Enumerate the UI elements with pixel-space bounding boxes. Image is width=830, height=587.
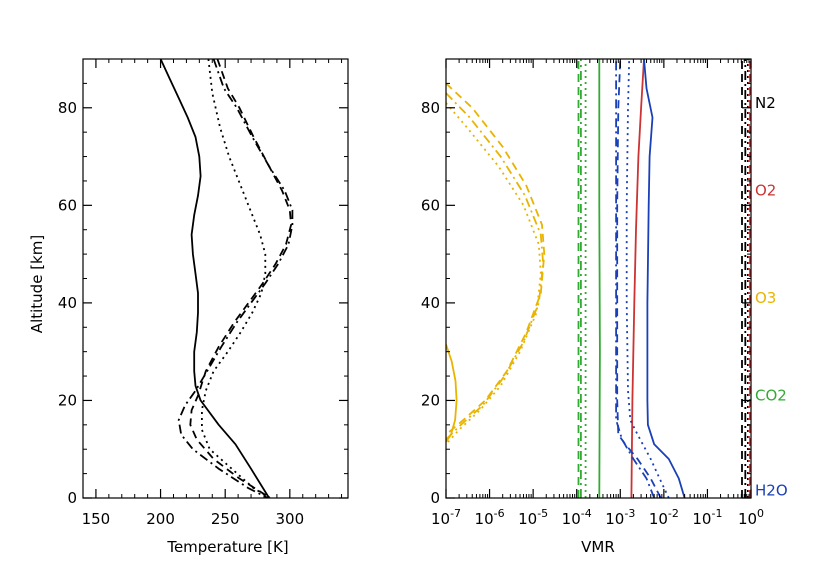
temperature-x-axis-label: Temperature [K] (166, 538, 288, 556)
vmr-series-o3-dashdot (446, 92, 545, 441)
temperature-x-tick-label: 150 (82, 510, 111, 528)
gas-label-h2o: H2O (755, 482, 788, 500)
vmr-y-tick-label: 20 (421, 391, 440, 409)
vmr-panel: 0 20 40 60 80 10-7 10-6 10-5 10-4 10-3 10-2 10-1 100… (421, 58, 788, 556)
temperature-x-tick-label: 200 (146, 510, 175, 528)
vmr-series-co2-solid (598, 59, 601, 498)
temperature-series-dotted (201, 59, 271, 498)
temperature-series-dashed (189, 59, 292, 498)
vmr-x-tick-label: 100 (738, 507, 764, 528)
temperature-axes: 0 20 40 60 80 150 200 250 300 (58, 59, 348, 528)
temperature-plot-area (159, 59, 294, 498)
vmr-x-axis-label: VMR (581, 538, 615, 556)
vmr-y-tick-label: 0 (430, 489, 440, 507)
temperature-y-tick-label: 60 (58, 196, 77, 214)
vmr-series-o3-dotted (446, 102, 542, 445)
gas-label-o3: O3 (755, 289, 776, 307)
temperature-panel: 0 20 40 60 80 150 200 250 300 Temperature [K] Al… (28, 58, 349, 556)
vmr-series-h2o-dashed (616, 59, 662, 498)
temperature-y-axis-label: Altitude [km] (28, 235, 46, 333)
vmr-y-tick-label: 60 (421, 196, 440, 214)
vmr-x-tick-label: 10-3 (605, 507, 635, 528)
vmr-x-tick-label: 10-7 (431, 507, 461, 528)
temperature-plot-frame (82, 58, 349, 499)
vmr-series-o3-dashed (446, 82, 546, 436)
gas-label-o2: O2 (755, 182, 776, 200)
vmr-y-tick-label: 80 (421, 99, 440, 117)
vmr-axes: 0 20 40 60 80 10-7 10-6 10-5 10-4 10-3 10-2 10-1 100 (421, 59, 764, 528)
vmr-series-h2o-dashdot (615, 59, 656, 498)
temperature-y-tick-label: 20 (58, 391, 77, 409)
vmr-x-tick-label: 10-2 (649, 507, 679, 528)
vmr-series-h2o-solid (643, 59, 686, 498)
temperature-x-tick-label: 300 (276, 510, 305, 528)
vmr-y-tick-label: 40 (421, 294, 440, 312)
temperature-x-tick-label: 250 (211, 510, 240, 528)
vmr-x-tick-label: 10-6 (475, 507, 505, 528)
temperature-y-tick-label: 0 (67, 489, 77, 507)
temperature-y-tick-label: 80 (58, 99, 77, 117)
temperature-y-tick-label: 40 (58, 294, 77, 312)
vmr-plot-area (446, 59, 751, 498)
vmr-x-tick-label: 10-5 (518, 507, 548, 528)
gas-label-co2: CO2 (755, 387, 787, 405)
temperature-series-solid (159, 59, 270, 498)
gas-label-n2: N2 (755, 94, 776, 112)
vmr-x-tick-label: 10-1 (692, 507, 722, 528)
vmr-series-o2-solid (630, 59, 645, 498)
vmr-x-tick-label: 10-4 (562, 507, 592, 528)
